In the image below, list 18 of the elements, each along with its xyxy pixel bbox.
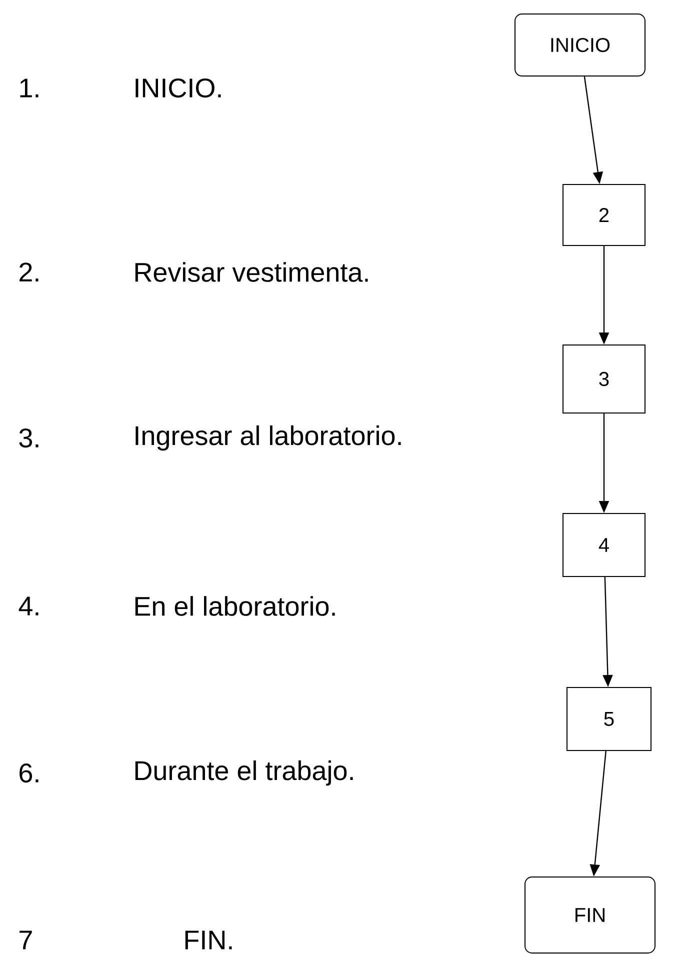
- step-number: 6.: [20, 763, 38, 783]
- step-text: Durante el trabajo.: [135, 760, 353, 786]
- step-number: 2.: [20, 262, 38, 282]
- process-box: 3: [562, 344, 646, 414]
- terminal-box: FIN: [524, 876, 656, 954]
- process-box: 4: [562, 513, 646, 577]
- step-text: FIN.: [185, 930, 232, 950]
- step-number: 3.: [19, 428, 38, 448]
- step-text: INICIO.: [136, 78, 221, 98]
- step-number: 1.: [20, 78, 38, 98]
- step-number: 4.: [18, 596, 38, 616]
- process-box: 2: [562, 184, 646, 246]
- step-text: En el laboratorio.: [135, 596, 335, 616]
- process-box: 5: [566, 687, 652, 751]
- step-text: Revisar vestimenta.: [135, 262, 368, 282]
- step-text: Ingresar al laboratorio.: [136, 425, 401, 451]
- terminal-box: INICIO: [514, 14, 646, 76]
- step-number: 7: [20, 930, 32, 950]
